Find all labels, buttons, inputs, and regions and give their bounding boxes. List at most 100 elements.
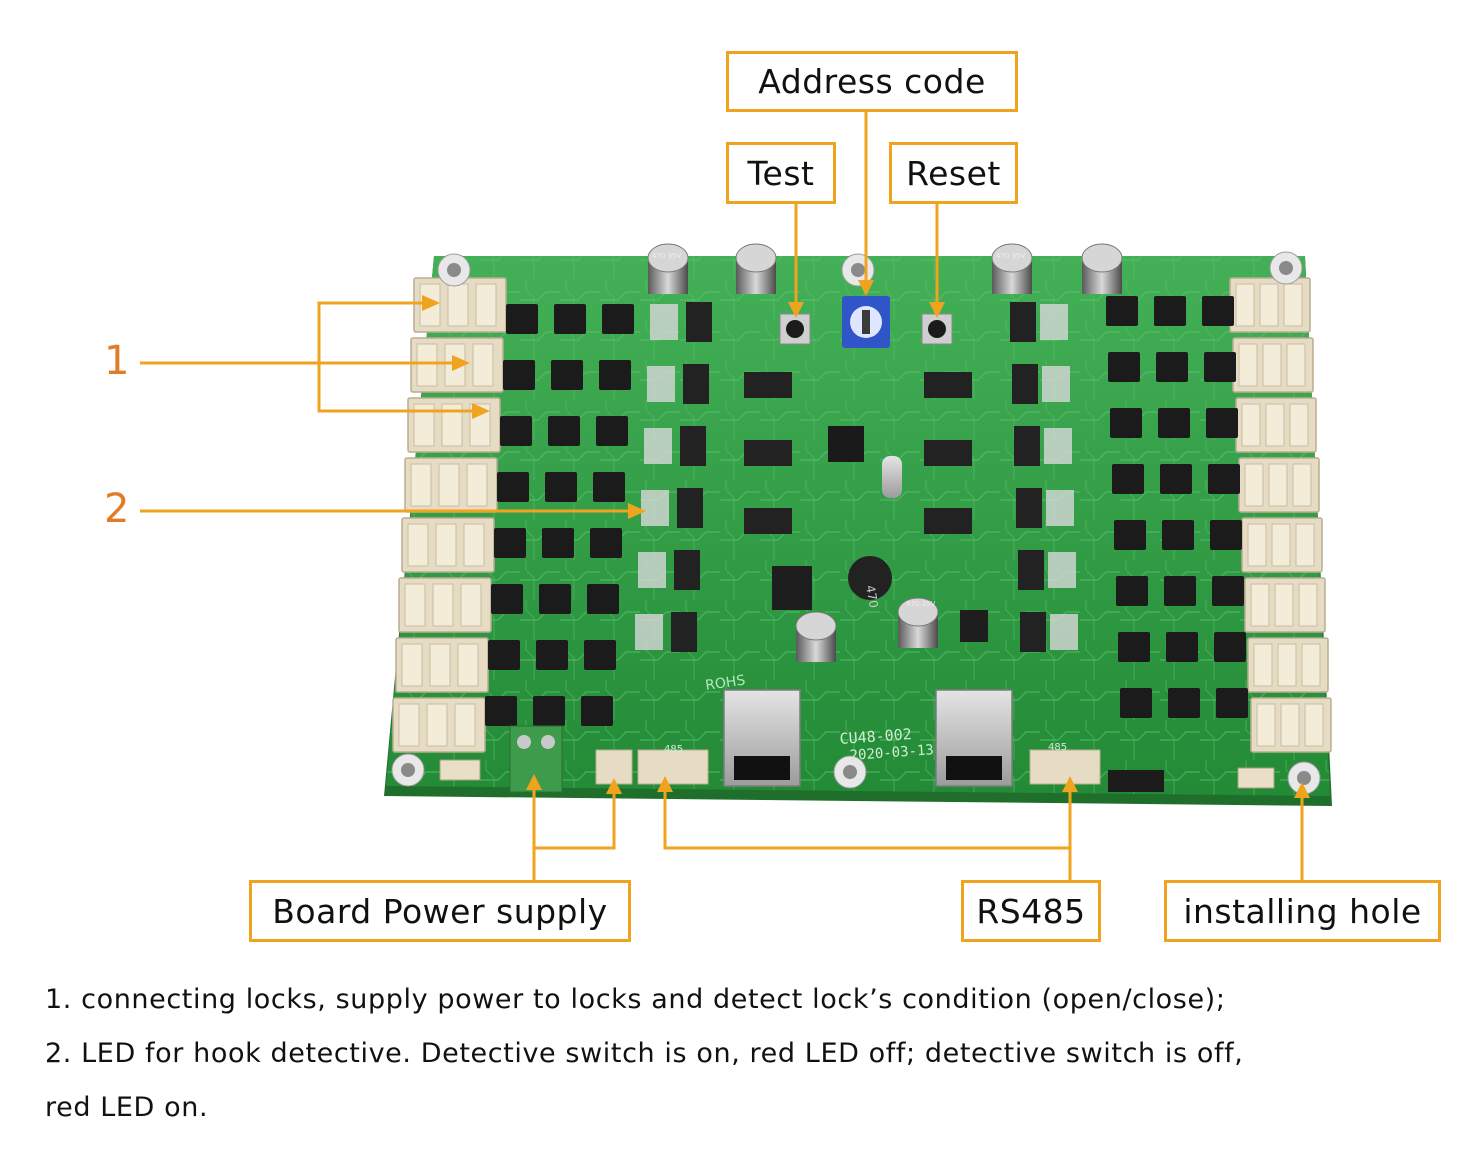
connector-pin-slot (441, 403, 463, 447)
connector-pin-slot (438, 463, 460, 507)
mosfet-right (1210, 520, 1242, 550)
led-strip-left (638, 552, 666, 588)
installing-hole-center (843, 765, 857, 779)
driver-ic-right (1020, 612, 1046, 652)
connector-pin-slot (1259, 283, 1279, 327)
mosfet-right (1154, 296, 1186, 326)
arrow-head-reset (929, 302, 945, 318)
connector-pin-slot (1295, 523, 1315, 567)
connector-pin-slot (1244, 463, 1264, 507)
header-pins (1108, 770, 1164, 792)
address-switch-slot (862, 310, 870, 334)
connector-pin-slot (472, 343, 494, 387)
mosfet-left (536, 640, 568, 670)
connector-pin-slot (1256, 703, 1276, 747)
marker-1-bracket (317, 301, 475, 413)
marker-2: 2 (104, 486, 130, 532)
driver-ic-left (683, 364, 709, 404)
mosfet-left (590, 528, 622, 558)
rs485-label: RS485 (961, 880, 1101, 942)
regulator-ic-2 (960, 610, 988, 642)
cap-rating-3: 470 35V (906, 600, 935, 608)
mosfet-right (1160, 464, 1192, 494)
capacitor-top (897, 597, 939, 627)
pcb-board (384, 256, 1332, 806)
mosfet-right (1114, 520, 1146, 550)
connector-pin-slot (1265, 403, 1285, 447)
mosfet-left (488, 640, 520, 670)
mosfet-left (500, 416, 532, 446)
mosfet-left (602, 304, 634, 334)
connector-pin-slot (1283, 283, 1303, 327)
arrow-heads (422, 280, 1310, 798)
connector-pin-slot (435, 523, 457, 567)
rs485-connector-left (637, 749, 709, 785)
connector-pin-slot (1277, 643, 1297, 687)
connector-pin-slot (1241, 403, 1261, 447)
led-strip-right (1042, 366, 1070, 402)
arrow-head-rs485-left (657, 776, 673, 792)
logic-ic (744, 440, 792, 466)
port-485-left-marking: 485 (664, 744, 683, 755)
rs485-connector-right (1029, 749, 1101, 785)
mosfet-left (533, 696, 565, 726)
mosfet-right (1120, 688, 1152, 718)
rohs-marking: ROHS (704, 673, 746, 694)
connector-pin-slot (1274, 583, 1294, 627)
connector-pin-slot (447, 283, 469, 327)
driver-ic-left (677, 488, 703, 528)
mosfet-left (581, 696, 613, 726)
installing-hole-center (447, 263, 461, 277)
connector-pin-slot (1268, 463, 1288, 507)
driver-ic-left (680, 426, 706, 466)
marker-1: 1 (104, 338, 130, 384)
cap-rating-1: 470 35V (652, 252, 681, 260)
power-supply-leader (532, 788, 616, 880)
led-strip-left (644, 428, 672, 464)
reset-label: Reset (889, 142, 1018, 204)
inductor-marking: 470 (863, 584, 881, 609)
capacitor-top (991, 243, 1033, 273)
regulator-ic (772, 566, 812, 610)
installing-hole-center (851, 263, 865, 277)
capacitor-top (795, 611, 837, 641)
microcontroller (828, 426, 864, 462)
arrow-head-1-mid (452, 355, 470, 371)
board-power-supply-label: Board Power supply (249, 880, 631, 942)
fuse (1237, 767, 1275, 789)
test-button (779, 313, 811, 345)
mosfet-right (1162, 520, 1194, 550)
mosfet-left (596, 416, 628, 446)
mosfet-right (1156, 352, 1188, 382)
capacitor-top (735, 243, 777, 273)
capacitor-top (647, 243, 689, 273)
crystal-oscillator (882, 456, 902, 498)
mosfet-left (491, 584, 523, 614)
leader-lines (140, 112, 1304, 880)
led-strip-right (1050, 614, 1078, 650)
logic-ic (924, 440, 972, 466)
mosfet-left (497, 472, 529, 502)
connector-pin-slot (475, 283, 497, 327)
connector-pin-slot (1250, 583, 1270, 627)
connector-pin-slot (1253, 643, 1273, 687)
date-marking: 2020-03-13 (849, 742, 934, 764)
mosfet-left (587, 584, 619, 614)
installing-hole-label: installing hole (1164, 880, 1441, 942)
driver-ic-right (1010, 302, 1036, 342)
led-strip-left (641, 490, 669, 526)
mosfet-left (506, 304, 538, 334)
connector-pin-slot (454, 703, 476, 747)
connector-pin-slot (463, 523, 485, 567)
test-label: Test (726, 142, 836, 204)
connector-pin-slot (1262, 343, 1282, 387)
connector-pin-slot (407, 523, 429, 567)
logic-ic (744, 372, 792, 398)
mosfet-left (485, 696, 517, 726)
led-strip-right (1046, 490, 1074, 526)
led-strip-left (635, 614, 663, 650)
mosfet-right (1112, 464, 1144, 494)
rj45-port-opening (734, 756, 790, 780)
